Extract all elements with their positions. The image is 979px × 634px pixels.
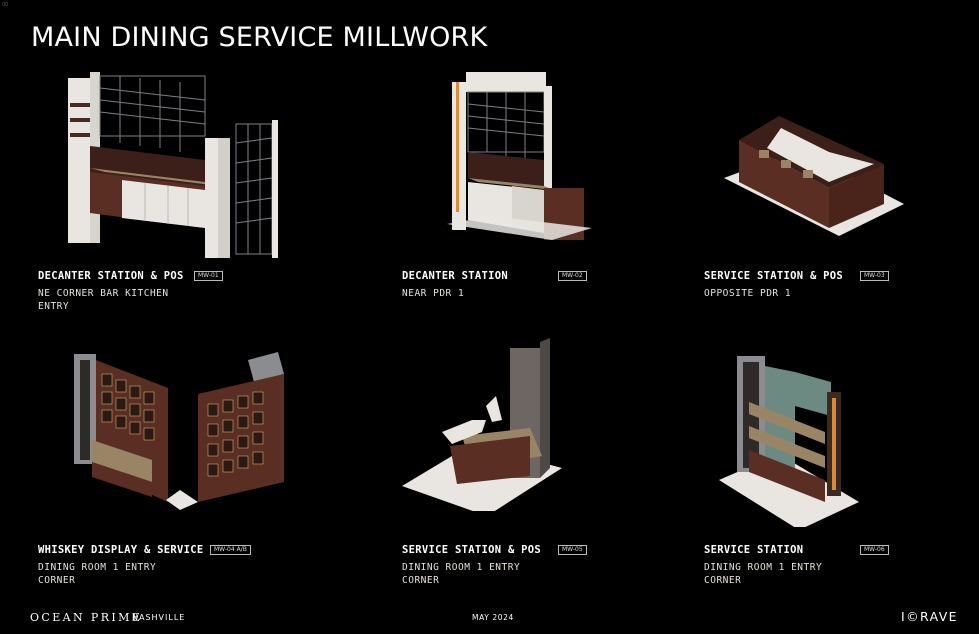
footer-firm-logo: I©RAVE [901,609,958,624]
item-name-mw-02: DECANTER STATION [402,270,508,282]
tag-mw-06: MW-06 [860,545,889,555]
millwork-render-mw-05 [402,338,562,511]
item-name-mw-04: WHISKEY DISPLAY & SERVICE [38,544,204,556]
item-location-mw-04: DINING ROOM 1 ENTRY CORNER [38,562,157,586]
tag-mw-01: MW-01 [194,271,223,281]
footer-date: MAY 2024 [472,613,514,622]
item-name-mw-06: SERVICE STATION [704,544,804,556]
item-location-mw-06: DINING ROOM 1 ENTRY CORNER [704,562,823,586]
item-name-mw-01: DECANTER STATION & POS [38,270,184,282]
tag-mw-02: MW-02 [558,271,587,281]
tag-mw-05: MW-05 [558,545,587,555]
item-location-mw-03: OPPOSITE PDR 1 [704,288,792,299]
item-location-mw-05: DINING ROOM 1 ENTRY CORNER [402,562,521,586]
item-name-mw-03: SERVICE STATION & POS [704,270,844,282]
footer-city: NASHVILLE [132,613,186,622]
millwork-render-mw-06 [719,356,859,527]
item-location-mw-02: NEAR PDR 1 [402,288,465,299]
millwork-render-mw-03 [724,116,904,236]
page-title: MAIN DINING SERVICE MILLWORK [31,22,488,53]
item-name-mw-05: SERVICE STATION & POS [402,544,542,556]
millwork-render-mw-04 [74,352,284,510]
item-location-mw-01: NE CORNER BAR KITCHEN ENTRY [38,288,169,312]
tag-mw-03: MW-03 [860,271,889,281]
millwork-render-mw-01 [68,72,278,258]
page-marker: 00 [2,2,9,8]
millwork-render-mw-02 [447,72,592,240]
footer-brand-logo: OCEAN PRIME [30,611,143,624]
tag-mw-04: MW-04 A/B [210,545,251,555]
